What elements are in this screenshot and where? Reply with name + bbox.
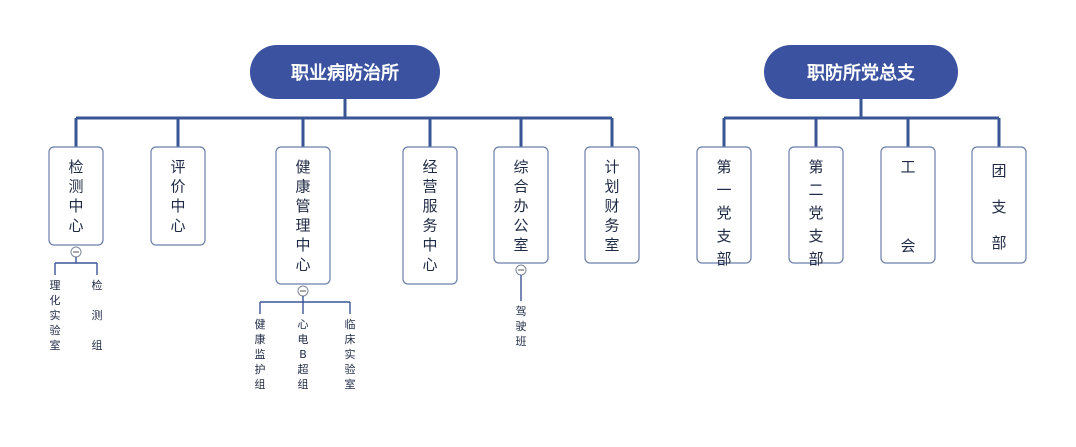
sub-dept-label: 检测组 xyxy=(92,278,103,352)
root-title: 职防所党总支 xyxy=(807,62,916,84)
dept-box xyxy=(48,146,104,246)
dept-label: 经营服务中心 xyxy=(422,158,437,274)
sub-dept-label: 临床实验室 xyxy=(345,317,356,391)
sub-dept-label: 理化实验室 xyxy=(50,279,61,352)
sub-dept-label: 驾驶班 xyxy=(516,305,527,348)
dept-box xyxy=(584,146,640,264)
dept-box xyxy=(402,146,458,285)
dept-label: 综合办公室 xyxy=(513,158,528,254)
root-node xyxy=(764,45,958,99)
dept-label: 评价中心 xyxy=(170,158,185,235)
root-node xyxy=(250,45,440,99)
dept-label: 健康管理中心 xyxy=(295,158,310,274)
dept-box xyxy=(696,146,752,264)
dept-label: 第一党支部 xyxy=(716,158,731,268)
dept-box xyxy=(150,146,206,246)
dept-box xyxy=(275,146,331,285)
root-title: 职业病防治所 xyxy=(291,62,399,84)
dept-box xyxy=(788,146,844,264)
dept-box xyxy=(880,146,936,264)
dept-label: 计划财务室 xyxy=(604,158,619,254)
dept-box xyxy=(971,146,1027,264)
dept-box xyxy=(493,146,549,264)
dept-label: 检测中心 xyxy=(68,158,83,235)
dept-label: 第二党支部 xyxy=(808,158,823,268)
dept-label: 团支部 xyxy=(991,162,1006,252)
dept-label: 工会 xyxy=(900,158,915,255)
sub-dept-label: 健康监护组 xyxy=(255,318,266,391)
